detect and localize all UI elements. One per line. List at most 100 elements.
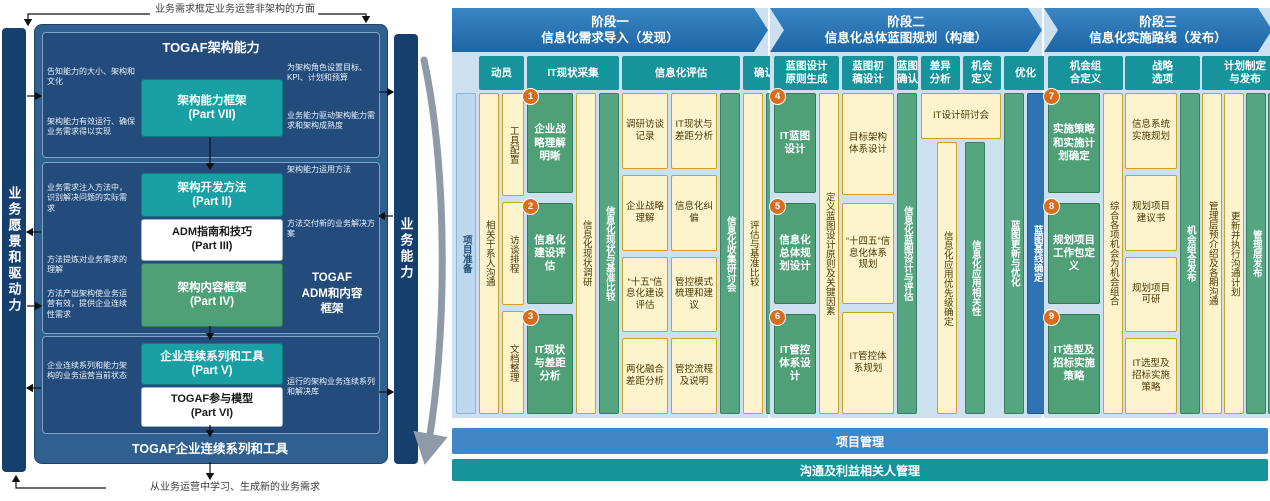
capability-note-left-top: 告知能力的大小、架构和文化 bbox=[47, 67, 135, 87]
capability-title: TOGAF架构能力 bbox=[162, 40, 260, 55]
group-preparation: 项目准备 bbox=[456, 56, 476, 414]
step-3-badge: 3 bbox=[522, 308, 539, 326]
capability-note-right-top: 为架构角色设置目标、KPI、计划和预算 bbox=[287, 63, 367, 83]
project-proposal-box: 规划项目建议书 bbox=[1125, 174, 1177, 251]
selection-bidding-label: IT选型及招标实施策略 bbox=[1053, 344, 1095, 383]
it-gap-analysis-box: 3 IT现状与差距分析 bbox=[522, 308, 573, 414]
interview-record-box: 调研访谈记录 bbox=[622, 93, 668, 169]
group-blueprint-principles: 蓝图设计 原则生成 4 IT蓝图设计 5 信息化总体规划设计 bbox=[769, 56, 839, 414]
content-framework-box: 架构内容框架 (Part IV) bbox=[141, 263, 283, 327]
combine-opportunities-bar: 综合各项机会为机会组合 bbox=[1103, 93, 1123, 414]
phase-3: 阶段三 信息化实施路线（发布） 机会组 合定义 7 实施策略和实施计划确定 bbox=[1043, 8, 1270, 418]
phase-1-header: 阶段一 信息化需求导入（发现） bbox=[452, 8, 768, 52]
step-9-badge: 9 bbox=[1043, 308, 1060, 326]
gap-opportunity-headers: 差异 分析 机会 定义 bbox=[921, 56, 1001, 90]
step-7-badge: 7 bbox=[1043, 88, 1060, 105]
continuum-note-left: 企业连续系列和能力架构的业务运营当前状态 bbox=[47, 361, 127, 381]
draft-stack: 目标架构体系设计 “十四五”信息化体系规划 IT管控体系规划 bbox=[842, 93, 894, 415]
continuum-section: 企业连续系列和工具 (Part V) TOGAF参与模型 (Part VI) 企… bbox=[42, 336, 380, 434]
business-capability-bar: 业务能力 bbox=[394, 34, 418, 464]
architecture-capability-section: TOGAF架构能力 架构能力框架 (Part VII) 告知能力的大小、架构和文… bbox=[42, 32, 380, 158]
strategy-clarify-box: 1 企业战略理解明晰 bbox=[522, 88, 573, 194]
portfolio-publish-bar: 机会组合发布 bbox=[1180, 93, 1200, 414]
stakeholder-comm-bar: 相关干系人沟通 bbox=[479, 93, 499, 414]
group-opportunity-portfolio: 机会组 合定义 7 实施策略和实施计划确定 8 规划项目工作包定义 bbox=[1043, 56, 1123, 414]
step-1-badge: 1 bbox=[522, 88, 539, 105]
it-status-gap-box: IT现状与差距分析 bbox=[671, 93, 717, 169]
management-publish-bar: 管理层发布 bbox=[1246, 93, 1266, 414]
work-package-label: 规划项目工作包定义 bbox=[1053, 233, 1095, 273]
system-implementation-plan-box: 信息系统实施规划 bbox=[1125, 93, 1177, 169]
bottom-note: 从业务运营中学习、生成新的业务需求 bbox=[150, 482, 320, 493]
phase-3-header: 阶段三 信息化实施路线（发布） bbox=[1044, 8, 1270, 52]
phase-2-header: 阶段二 信息化总体蓝图规划（构建） bbox=[770, 8, 1042, 52]
implementation-strategy-label: 实施策略和实施计划确定 bbox=[1053, 123, 1095, 162]
governance-model-box: 管控模式梳理和建议 bbox=[671, 256, 717, 333]
mobilize-stack: 工具配置 访谈排程 文档整理 bbox=[502, 93, 524, 414]
it-design-workshop-box: IT设计研讨会 bbox=[921, 93, 1001, 139]
evaluation-stack-a: 调研访谈记录 企业战略理解 “十五”信息化建设评估 两化融合差距分析 bbox=[622, 93, 668, 414]
capability-note-right-bottom: 业务能力驱动架构能力需求和架构成熟度 bbox=[287, 111, 375, 131]
capability-note-left-bottom: 架构能力有效运行、确保业务需求得以实现 bbox=[47, 117, 135, 137]
app-priority-bar: 信息化应用优先级确定 bbox=[937, 142, 957, 414]
status-baseline-bar: 信息化现状与基准比较 bbox=[599, 93, 619, 414]
continuum-tools-box: 企业连续系列和工具 (Part V) bbox=[141, 343, 283, 385]
it-blueprint-design-box: 4 IT蓝图设计 bbox=[769, 88, 816, 194]
gap-opportunity-bars: 信息化应用优先级确定 信息化应用相关性 bbox=[921, 142, 1001, 414]
phase1-numbered-stack: 1 企业战略理解明晰 2 信息化建设评估 3 IT现状与差距分析 bbox=[522, 88, 573, 414]
work-package-box: 8 规划项目工作包定义 bbox=[1043, 198, 1100, 304]
it-status-header: IT现状采集 bbox=[527, 56, 619, 90]
phase3-numbered-stack: 7 实施策略和实施计划确定 8 规划项目工作包定义 9 IT选型及招标实施策略 bbox=[1043, 88, 1100, 414]
step-2-badge: 2 bbox=[522, 198, 539, 216]
step-8-badge: 8 bbox=[1043, 198, 1060, 216]
comm-plan-bar: 更新并执行沟通计划 bbox=[1224, 93, 1244, 414]
group-draft-design: 蓝图初 稿设计 目标架构体系设计 “十四五”信息化体系规划 IT管控体系规划 bbox=[842, 56, 894, 415]
group-blueprint-confirm: 蓝图 确认 信息化蓝图设计与评估 bbox=[897, 56, 918, 414]
mobilize-header: 动员 bbox=[479, 56, 524, 90]
options-header: 战略 选项 bbox=[1125, 56, 1200, 90]
document-sorting-box: 文档整理 bbox=[502, 311, 524, 414]
selection-bidding-box: 9 IT选型及招标实施策略 bbox=[1043, 308, 1100, 414]
top-note: 业务需求框定业务运营非架构的方面 bbox=[155, 4, 315, 15]
options-stack: 信息系统实施规划 规划项目建议书 规划项目可研 IT选型及招标实施策略 bbox=[1125, 93, 1177, 414]
optimize-header: 优化 bbox=[1004, 56, 1047, 90]
evaluation-header: 信息化评估 bbox=[622, 56, 740, 90]
group-plan-publish: 计划制定 与发布 管理层预介绍及各期沟通 更新并执行沟通计划 管理层发布 最终发… bbox=[1202, 56, 1270, 414]
group-optimize: 优化 蓝图更新与优化 蓝图基线确定 bbox=[1004, 56, 1047, 414]
strategy-clarify-label: 企业战略理解明晰 bbox=[534, 123, 566, 162]
interview-schedule-box: 访谈排程 bbox=[502, 202, 524, 305]
adm-note-left-bottom: 方法产出架构使业务运营有效，提供企业连续性需求 bbox=[47, 289, 127, 319]
governance-process-box: 管控流程及说明 bbox=[671, 338, 717, 414]
gap-analysis-header: 差异 分析 bbox=[921, 56, 960, 90]
group-strategy-options: 战略 选项 信息系统实施规划 规划项目建议书 规划项目可研 IT选型及招标实施策… bbox=[1125, 56, 1200, 414]
phase-3-body: 机会组 合定义 7 实施策略和实施计划确定 8 规划项目工作包定义 bbox=[1043, 52, 1270, 418]
overall-plan-design-box: 5 信息化总体规划设计 bbox=[769, 198, 816, 304]
selection-strategy-box: IT选型及招标实施策略 bbox=[1125, 338, 1177, 414]
it-blueprint-design-label: IT蓝图设计 bbox=[779, 130, 811, 156]
plan-publish-header: 计划制定 与发布 bbox=[1202, 56, 1270, 90]
group-gap-opportunity: 差异 分析 机会 定义 IT设计研讨会 信息化应用优先级确定 信息化应用相关性 bbox=[921, 56, 1001, 414]
phases-row: 阶段一 信息化需求导入（发现） 项目准备 动员 相关干系人沟通 工 bbox=[452, 8, 1270, 418]
tenfive-assess-box: “十五”信息化建设评估 bbox=[622, 256, 668, 333]
blueprint-update-bar: 蓝图更新与优化 bbox=[1004, 93, 1024, 414]
phase-2: 阶段二 信息化总体蓝图规划（构建） 蓝图设计 原则生成 4 IT蓝图设计 bbox=[769, 8, 1047, 418]
final-publish-bar: 最终发布 bbox=[1268, 93, 1270, 414]
fourteenfive-plan-box: “十四五”信息化体系规划 bbox=[842, 202, 894, 305]
continuum-note-right: 运行的架构业务连续系列和解决库 bbox=[287, 377, 375, 397]
group-preparation-header bbox=[456, 56, 476, 90]
adm-note-left-mid: 方法提炼对业务需求的理解 bbox=[47, 255, 127, 275]
it-gap-analysis-label: IT现状与差距分析 bbox=[534, 344, 566, 383]
step-5-badge: 5 bbox=[769, 198, 786, 216]
blueprint-eval-bar: 信息化蓝图设计与评估 bbox=[897, 93, 917, 414]
adm-method-box: 架构开发方法 (Part II) bbox=[141, 173, 283, 217]
overall-plan-design-label: 信息化总体规划设计 bbox=[779, 233, 811, 273]
stakeholder-management-bar: 沟通及利益相关人管理 bbox=[452, 459, 1268, 481]
design-principles-bar: 定义蓝图设计原则及关键因素 bbox=[819, 93, 839, 414]
togaf-framework-diagram: 业务需求框定业务运营非架构的方面 业务愿景和驱动力 业务能力 TOGAF架构能力… bbox=[0, 0, 452, 501]
process-panel: 阶段一 信息化需求导入（发现） 项目准备 动员 相关干系人沟通 工 bbox=[452, 8, 1270, 481]
step-6-badge: 6 bbox=[769, 308, 786, 326]
implementation-strategy-box: 7 实施策略和实施计划确定 bbox=[1043, 88, 1100, 194]
adm-note-method: 架构能力运用方法 bbox=[287, 165, 351, 174]
status-survey-bar: 信息化现状调研 bbox=[576, 93, 596, 414]
